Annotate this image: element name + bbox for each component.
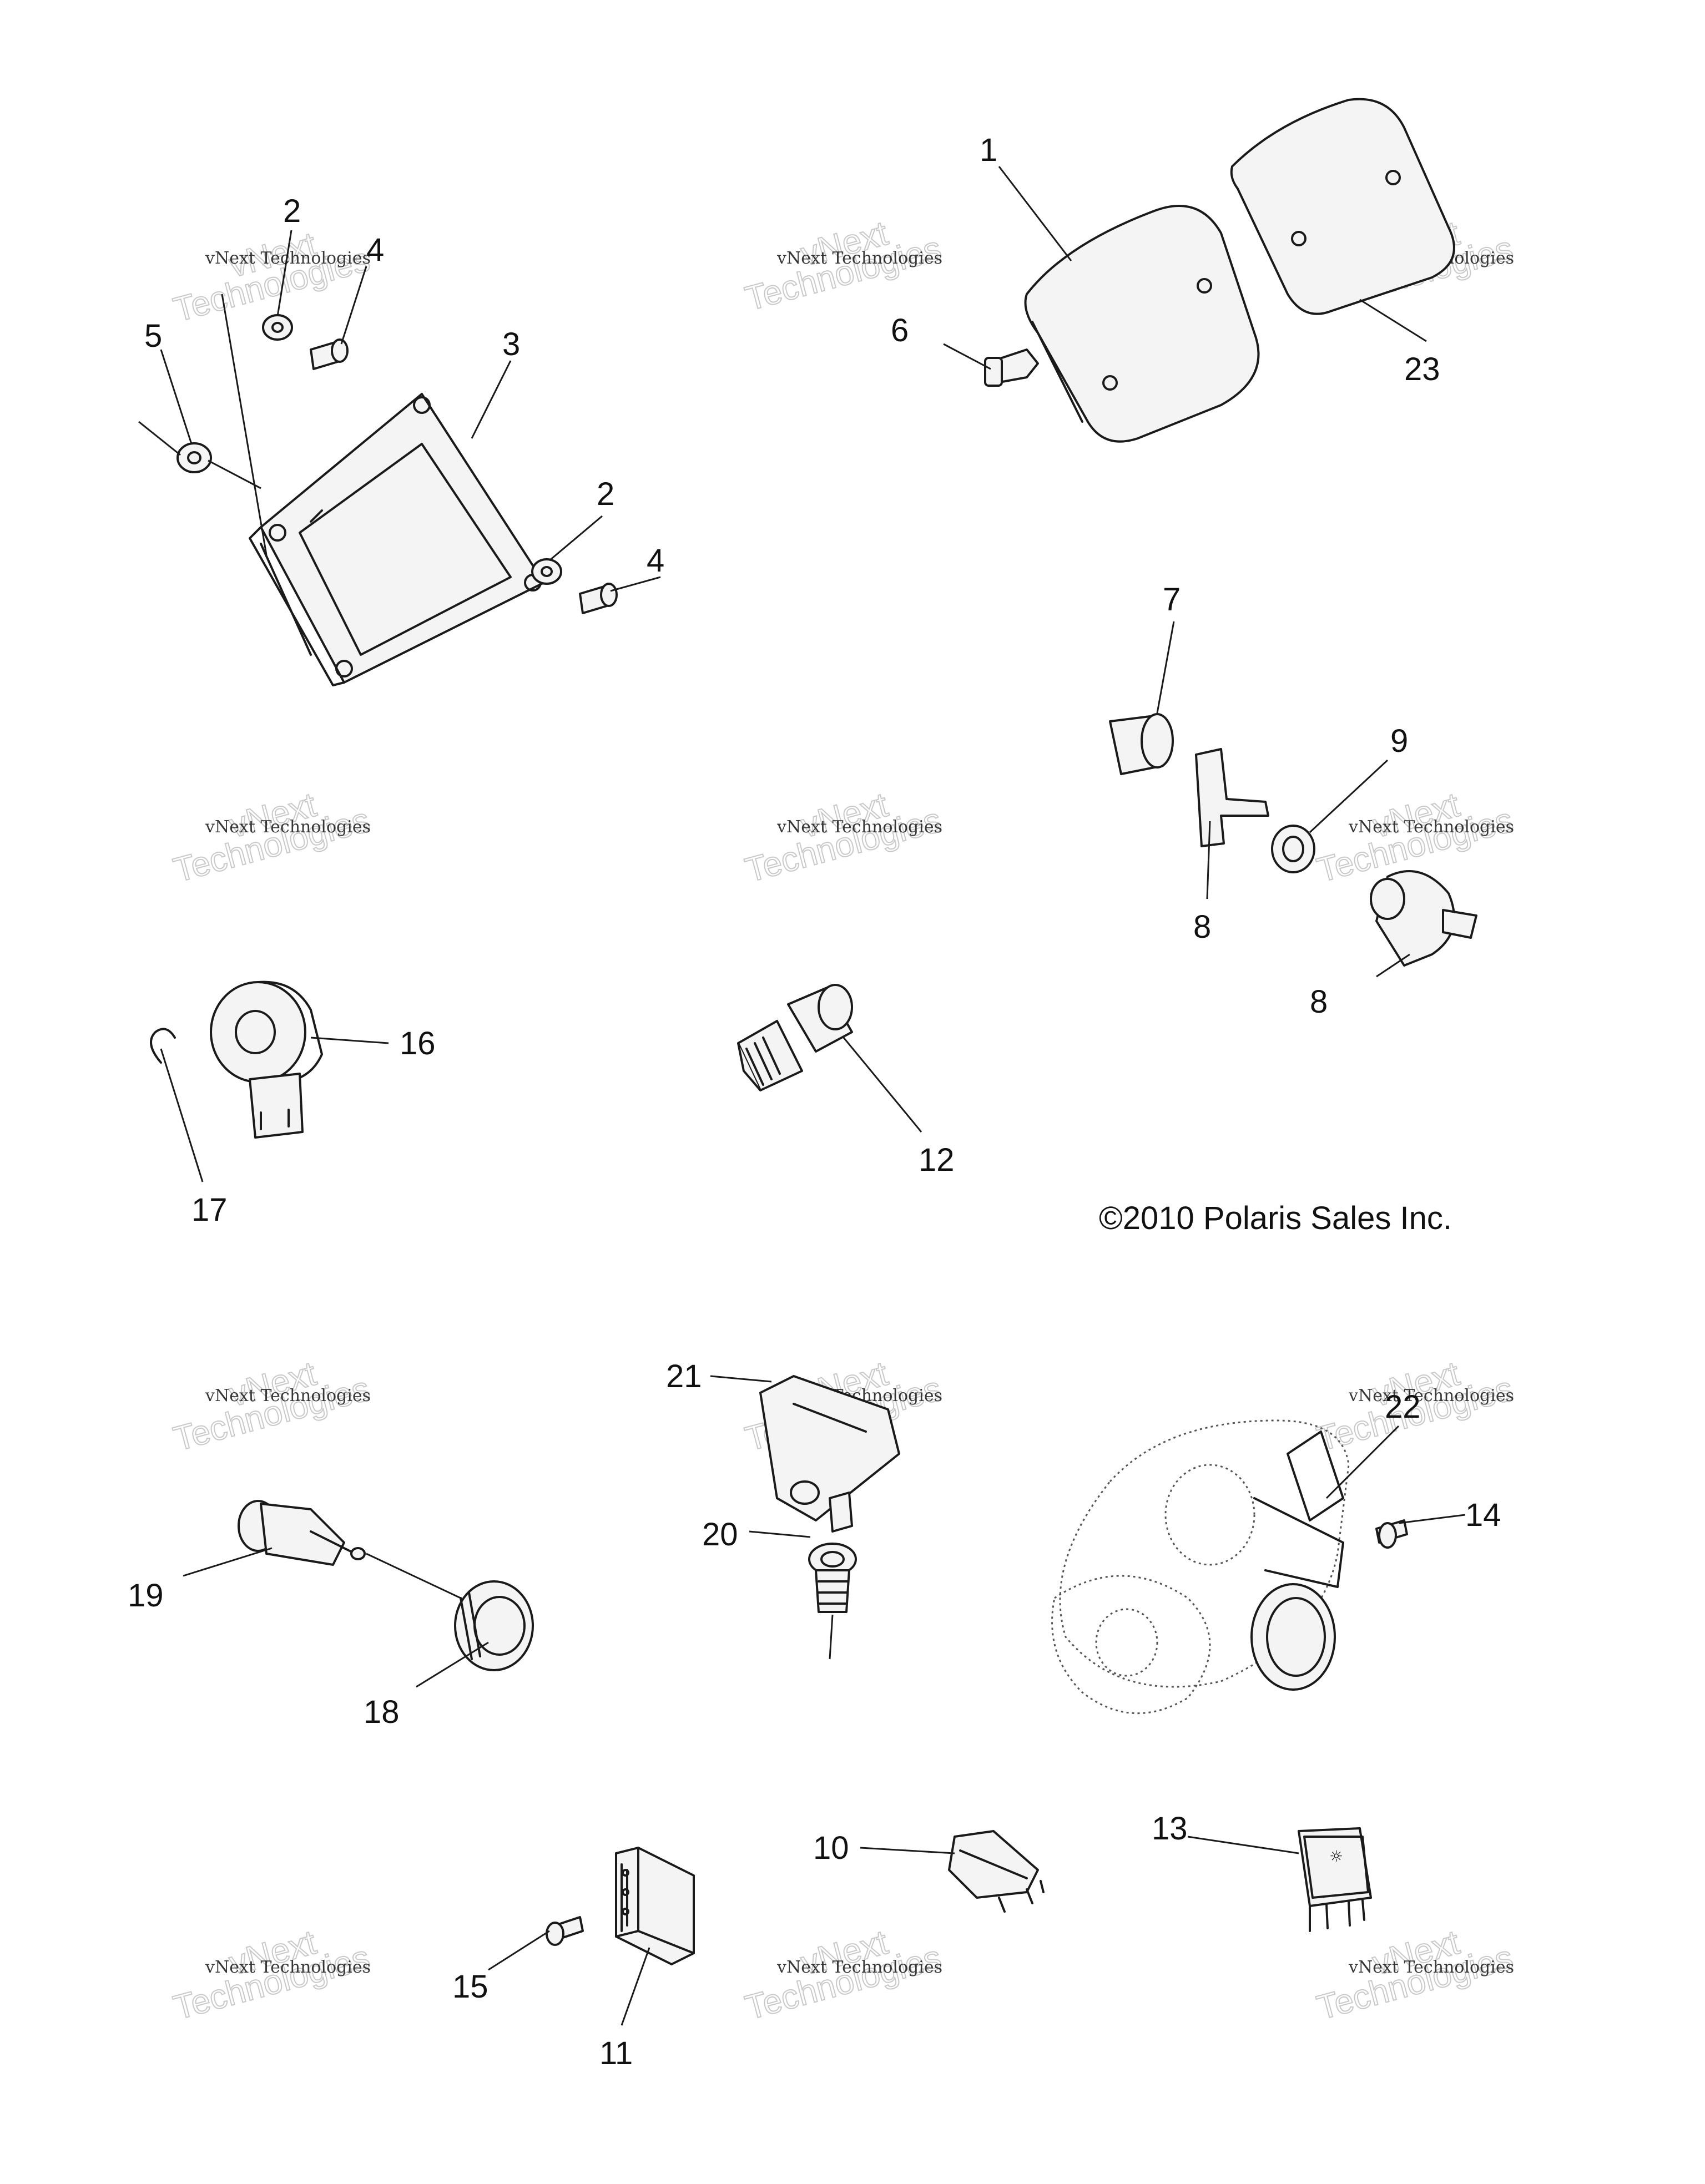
callout-16: 16 (400, 1025, 436, 1061)
part-headlight-bulb (238, 1500, 366, 1566)
part-ignition-key (1195, 748, 1269, 847)
part-throttle-body (1051, 1419, 1350, 1715)
part-rocker-switch (948, 1830, 1045, 1913)
callout-8: 8 (1310, 984, 1328, 1020)
part-relay (615, 1847, 695, 1965)
part-e-clip (150, 1028, 176, 1064)
callout-3: 3 (502, 326, 520, 362)
callout-8: 8 (1193, 909, 1211, 945)
callout-18: 18 (364, 1694, 400, 1730)
part-knock-sensor (210, 980, 323, 1139)
part-relay-screw (546, 1916, 584, 1946)
part-ecu-module (249, 393, 545, 686)
watermark: vNext Technologies vNext Technologies (169, 225, 374, 330)
part-push-rivet (984, 348, 1039, 387)
part-key-switch-body (1370, 870, 1477, 967)
copyright-notice: ©2010 Polaris Sales Inc. (1099, 1200, 1452, 1236)
callout-13: 13 (1152, 1811, 1188, 1847)
svg-text:☼: ☼ (1329, 1847, 1343, 1866)
svg-text:vNext Technologies: vNext Technologies (776, 1958, 942, 1977)
callout-15: 15 (452, 1969, 488, 2005)
part-key-switch-cap (1109, 713, 1174, 775)
svg-text:vNext Technologies: vNext Technologies (776, 817, 942, 837)
watermark: vNext Technologies vNext Technologies (169, 1354, 374, 1459)
callout-19: 19 (128, 1578, 164, 1614)
svg-text:vNext Technologies: vNext Technologies (1348, 1386, 1514, 1406)
watermark: vNext Technologies vNext Technologies (169, 785, 374, 891)
callout-9: 9 (1390, 723, 1408, 759)
part-key-switch-nut (1271, 825, 1315, 873)
callout-14: 14 (1465, 1497, 1501, 1533)
callout-17: 17 (191, 1192, 228, 1228)
part-rocker-switch: ☼ (1298, 1827, 1372, 1932)
part-cover-pad (1230, 98, 1455, 315)
watermark: vNext Technologies vNext Technologies (1313, 1923, 1517, 2028)
callout-12: 12 (919, 1142, 955, 1178)
leader-lines (138, 166, 1466, 2026)
callout-10: 10 (813, 1830, 849, 1866)
callout-7: 7 (1163, 582, 1181, 618)
callout-11: 11 (599, 2035, 633, 2071)
callout-2: 2 (597, 476, 614, 512)
svg-text:vNext Technologies: vNext Technologies (1348, 1958, 1514, 1977)
svg-text:vNext Technologies: vNext Technologies (205, 1386, 371, 1406)
part-bulb-socket (454, 1580, 534, 1671)
callout-22: 22 (1385, 1389, 1421, 1425)
part-screw (1375, 1519, 1408, 1549)
callout-labels: 1 2 4 5 3 2 4 6 23 7 9 8 8 16 17 12 21 2… (128, 132, 1501, 2071)
svg-text:vNext Technologies: vNext Technologies (1348, 817, 1514, 837)
svg-text:vNext Technologies: vNext Technologies (205, 1958, 371, 1977)
svg-text:vNext Technologies: vNext Technologies (205, 817, 371, 837)
part-temperature-sensor (737, 984, 853, 1091)
svg-text:vNext Technologies: vNext Technologies (776, 249, 942, 268)
callout-23: 23 (1404, 351, 1440, 387)
callout-20: 20 (702, 1516, 738, 1553)
watermark: vNext Technologies vNext Technologies (741, 1923, 946, 2028)
part-bolt (579, 583, 618, 614)
callout-1: 1 (980, 132, 997, 168)
watermark: vNext Technologies vNext Technologies (741, 214, 946, 319)
callout-5: 5 (144, 318, 162, 354)
part-cover-pad (1024, 205, 1260, 443)
watermark: vNext Technologies vNext Technologies (169, 1923, 374, 2028)
callout-6: 6 (891, 312, 909, 348)
part-washer (531, 558, 562, 585)
callout-4: 4 (647, 543, 664, 579)
part-plug-fitting (808, 1543, 857, 1613)
callout-4: 4 (366, 232, 384, 268)
part-grommet (176, 442, 212, 473)
callout-2: 2 (283, 193, 301, 229)
watermark: vNext Technologies vNext Technologies (741, 785, 946, 891)
part-washer (262, 314, 293, 341)
part-map-sensor (759, 1375, 900, 1533)
part-bolt (310, 338, 349, 370)
callout-21: 21 (666, 1358, 702, 1394)
